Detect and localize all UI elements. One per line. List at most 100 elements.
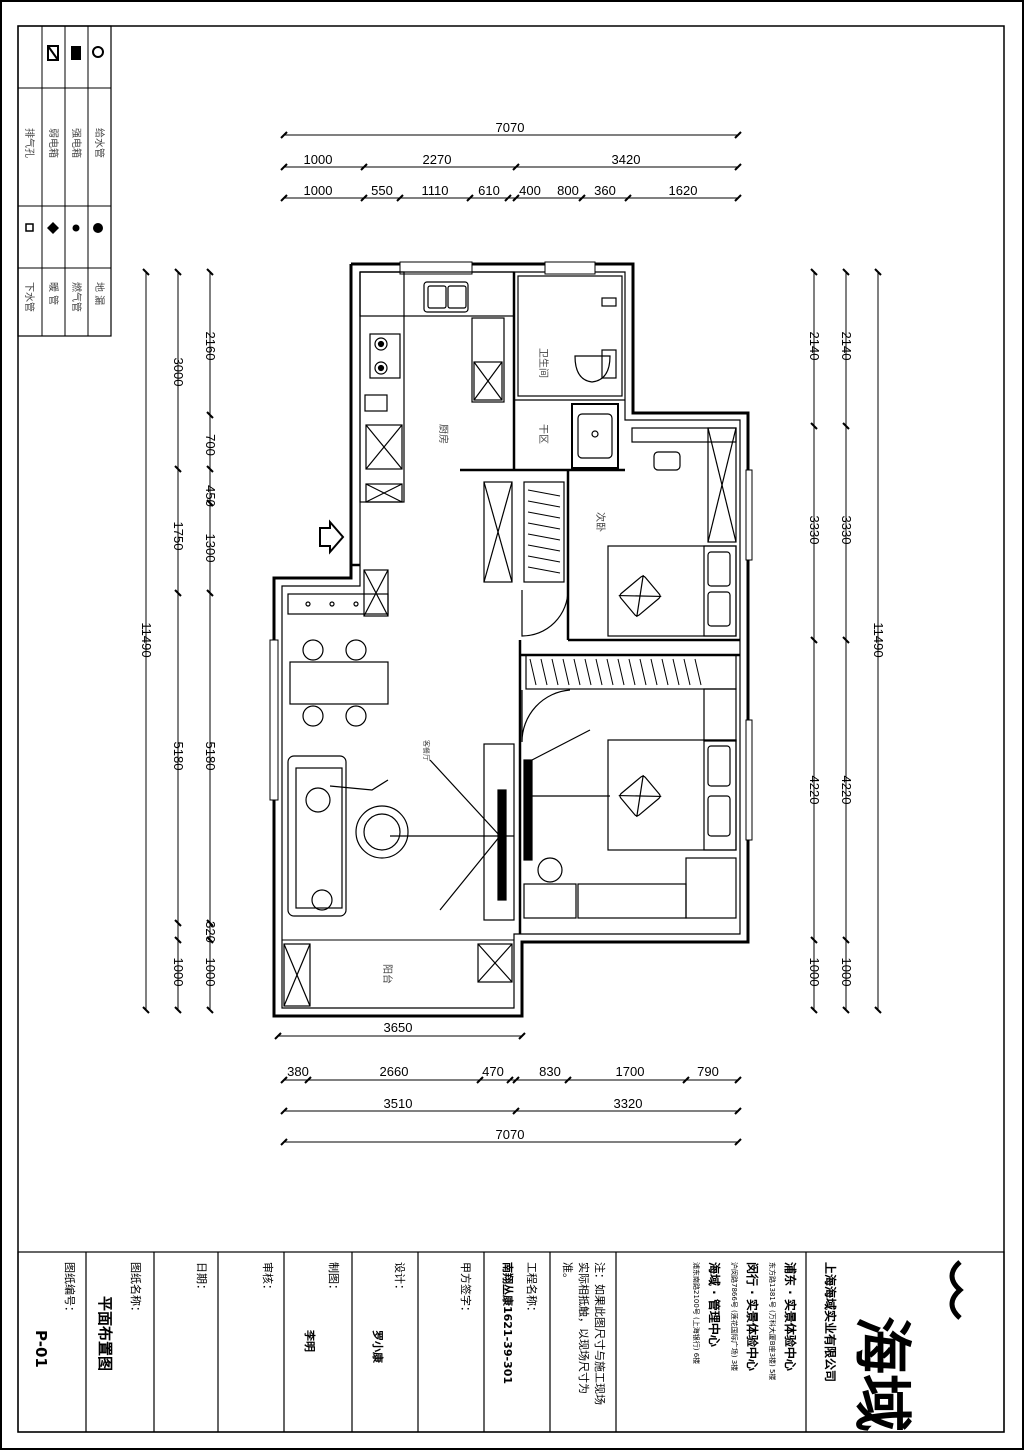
dim-top-mid: 3420: [612, 152, 641, 167]
dim-right-inner: 2140: [807, 332, 822, 361]
dim-bottom-mid: 3320: [614, 1096, 643, 1111]
dim-top-mid: 1000: [304, 152, 333, 167]
toilet-icon: [574, 355, 611, 383]
wardrobe-hanger: [527, 544, 561, 552]
company-logo: 海域: [848, 1260, 964, 1432]
second-bedroom-furniture: [607, 427, 737, 637]
center-address: 东方路1381号 (万科大厦B座3楼) 5楼: [768, 1262, 777, 1380]
wardrobe-hanger: [527, 533, 561, 541]
project-label: 工程名称：: [525, 1262, 539, 1317]
dim-top-detail: 1000: [304, 183, 333, 198]
drawing-name-label: 图纸名称：: [129, 1262, 143, 1317]
room-label-balcony: 阳台: [381, 964, 394, 984]
drawing-frame: [17, 25, 1005, 1433]
dim-right-inner: 1000: [807, 958, 822, 987]
dim-left-inner: 2160: [203, 332, 218, 361]
dim-top-mid: 2270: [423, 152, 452, 167]
dim-top-detail: 400: [519, 183, 541, 198]
title-block: [17, 1251, 1005, 1433]
center-address: 沪闵路7866号 (莲花国际广场) 3楼: [730, 1262, 739, 1371]
stove-icon: [369, 333, 401, 379]
doors: [521, 589, 571, 743]
washbasin-icon: [571, 403, 619, 469]
flue-icon: [93, 223, 103, 233]
legend-label: 排气孔: [23, 128, 36, 158]
center-address: 浦东南路2100号 (上海银行) 6楼: [692, 1262, 701, 1364]
dim-bottom-detail: 1700: [616, 1064, 645, 1079]
dim-bottom-detail: 380: [287, 1064, 309, 1079]
logo-text: 海域: [848, 1316, 916, 1432]
legend-label: 强电箱: [70, 128, 83, 158]
legend-label: 给水管: [93, 128, 106, 158]
dim-bottom-detail: 790: [697, 1064, 719, 1079]
dim-left-inner: 1000: [203, 958, 218, 987]
room-label-kitchen: 厨房: [437, 424, 450, 444]
dim-left-mid: 3000: [171, 358, 186, 387]
designer-name: 罗小康: [371, 1330, 385, 1364]
svg-text:实际相抵触，以现场尺寸为: 实际相抵触，以现场尺寸为: [577, 1262, 591, 1394]
dim-top-detail: 550: [371, 183, 393, 198]
dim-left-outer: 11490: [139, 622, 154, 657]
wardrobe-hanger: [527, 555, 561, 563]
wave-logo-icon: [949, 1260, 964, 1320]
gas-pipe-icon: [72, 224, 80, 232]
wardrobe-hanger: [650, 658, 658, 686]
drafter-name: 李明: [303, 1329, 317, 1352]
walls: [272, 262, 750, 1018]
dim-left-mid: 1750: [171, 522, 186, 551]
wardrobe-hanger: [606, 658, 614, 686]
wardrobe-hanger: [527, 522, 561, 530]
dim-right-inner: 4220: [807, 776, 822, 805]
legend-label: 暖 管: [47, 282, 60, 305]
dim-top-detail: 610: [478, 183, 500, 198]
drawing-name: 平面布置图: [96, 1296, 114, 1371]
sink-icon: [423, 281, 469, 313]
legend-label: 燃气管: [70, 282, 83, 312]
dim-top-detail: 800: [557, 183, 579, 198]
right-dimensions: [810, 268, 882, 1014]
dim-bottom-detail: 2660: [380, 1064, 409, 1079]
dim-right-mid: 1000: [839, 958, 854, 987]
reviewer-label: 审核：: [261, 1262, 275, 1295]
dim-bottom-detail: 470: [482, 1064, 504, 1079]
svg-text:注：如果此图尺寸与施工现场: 注：如果此图尺寸与施工现场: [593, 1262, 607, 1405]
dim-top-total: 7070: [496, 120, 525, 135]
dim-right-inner: 3330: [807, 516, 822, 545]
dim-left-mid: 5180: [171, 742, 186, 771]
heating-icon: [47, 222, 59, 234]
legend-label: 地 漏: [93, 282, 106, 305]
drawing-no: P-01: [32, 1330, 50, 1368]
dim-left-inner: 450: [203, 485, 218, 507]
bottom-dimensions: [274, 1032, 742, 1146]
floor-drain-icon: [25, 223, 34, 232]
wardrobe-hanger: [529, 658, 537, 686]
drafter-label: 制图：: [327, 1262, 340, 1295]
wardrobe-hanger: [661, 658, 669, 686]
wardrobe-hanger: [683, 658, 691, 686]
dim-left-inner: 320: [203, 921, 218, 943]
room-label-second-bedroom: 次卧: [594, 512, 607, 532]
note-text: 注：如果此图尺寸与施工现场 实际相抵触，以现场尺寸为 准。: [561, 1262, 607, 1405]
wardrobe-hanger: [595, 658, 603, 686]
wardrobe-hanger: [628, 658, 636, 686]
wardrobe-hanger: [562, 658, 570, 686]
wardrobe-hanger: [639, 658, 647, 686]
coffee-table-icon: [355, 805, 409, 859]
dim-top-detail: 1110: [422, 183, 449, 198]
bed-icon: [607, 545, 737, 637]
bed-icon: [607, 739, 737, 851]
dim-top-detail: 1620: [669, 183, 698, 198]
dim-bottom-left: 3650: [384, 1020, 413, 1035]
dim-top-detail: 360: [594, 183, 616, 198]
balcony-fixtures: [283, 943, 513, 1007]
wardrobe-hanger: [617, 658, 625, 686]
wardrobe-hanger: [527, 566, 561, 574]
designer-label: 设计：: [393, 1262, 406, 1295]
room-label-dry-area: 干区: [537, 424, 549, 444]
dim-bottom-detail: 830: [539, 1064, 561, 1079]
left-dimensions: [142, 268, 214, 1014]
wardrobe-hanger: [672, 658, 680, 686]
wardrobe-hanger: [573, 658, 581, 686]
